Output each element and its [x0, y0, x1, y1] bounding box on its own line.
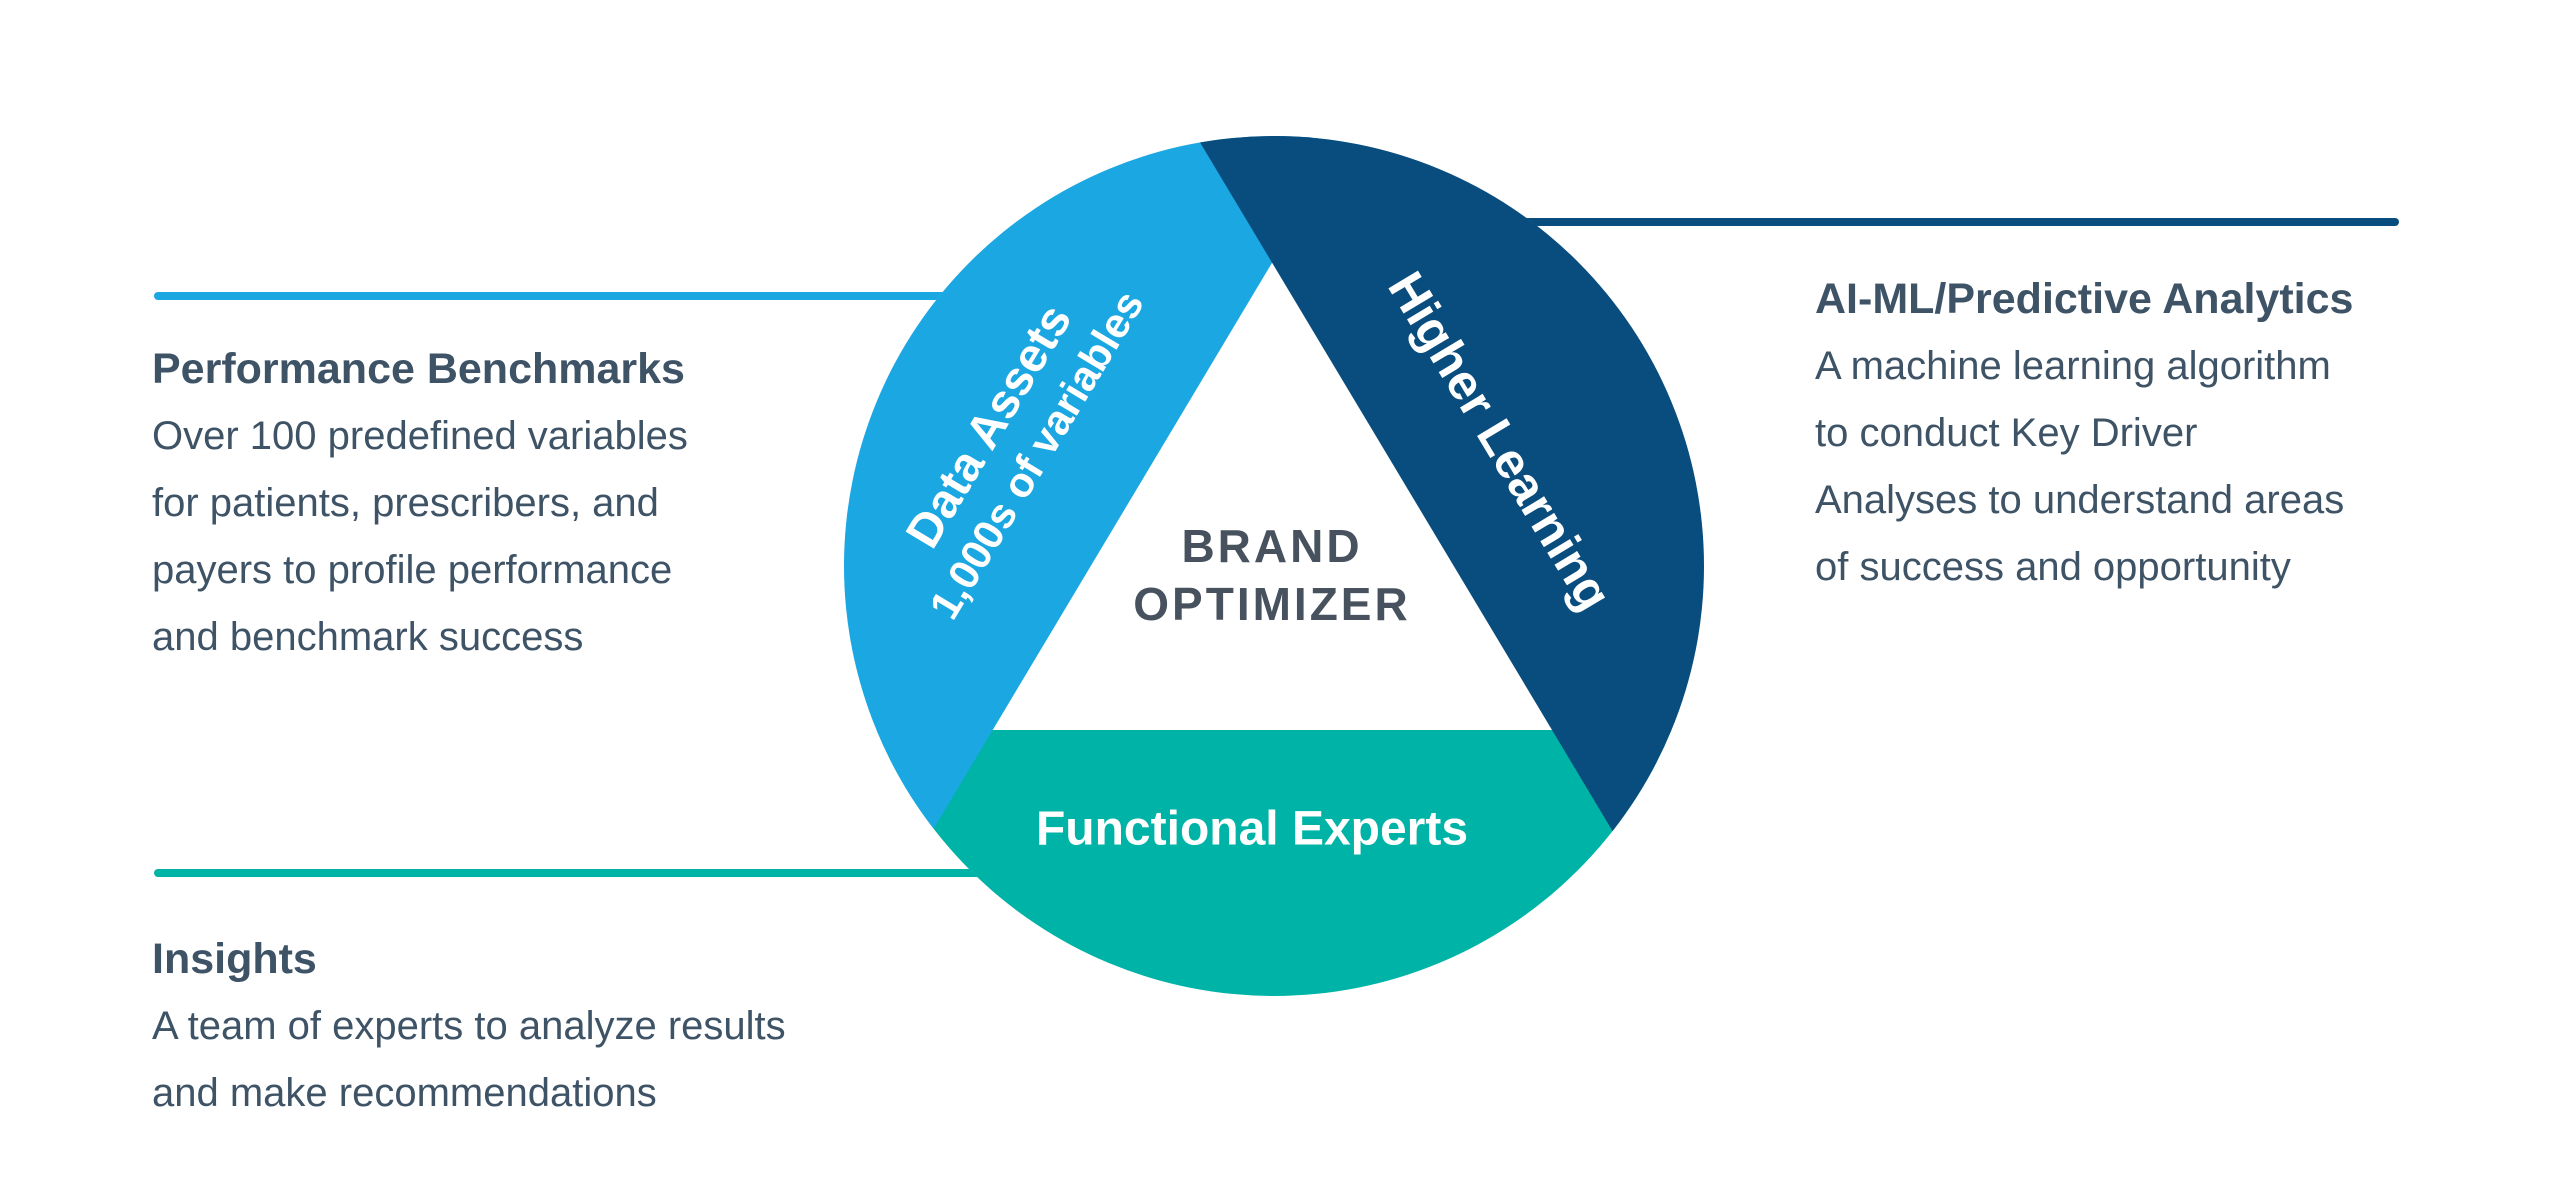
- center-label-brand-optimizer: BRAND OPTIMIZER: [1133, 520, 1411, 630]
- annotation-insights: Insights A team of experts to analyze re…: [152, 926, 912, 1127]
- annotation-performance-benchmarks: Performance Benchmarks Over 100 predefin…: [152, 336, 812, 671]
- annotation-body: Over 100 predefined variables for patien…: [152, 414, 688, 659]
- annotation-heading: Insights: [152, 935, 317, 983]
- annotation-ai-ml-predictive-analytics: AI-ML/Predictive Analytics A machine lea…: [1815, 266, 2495, 601]
- annotation-body: A machine learning algorithm to conduct …: [1815, 344, 2345, 589]
- annotation-heading: Performance Benchmarks: [152, 345, 685, 393]
- annotation-heading: AI-ML/Predictive Analytics: [1815, 275, 2354, 323]
- annotation-body: A team of experts to analyze results and…: [152, 1004, 786, 1115]
- segment-label-functional-experts: Functional Experts: [1035, 802, 1469, 856]
